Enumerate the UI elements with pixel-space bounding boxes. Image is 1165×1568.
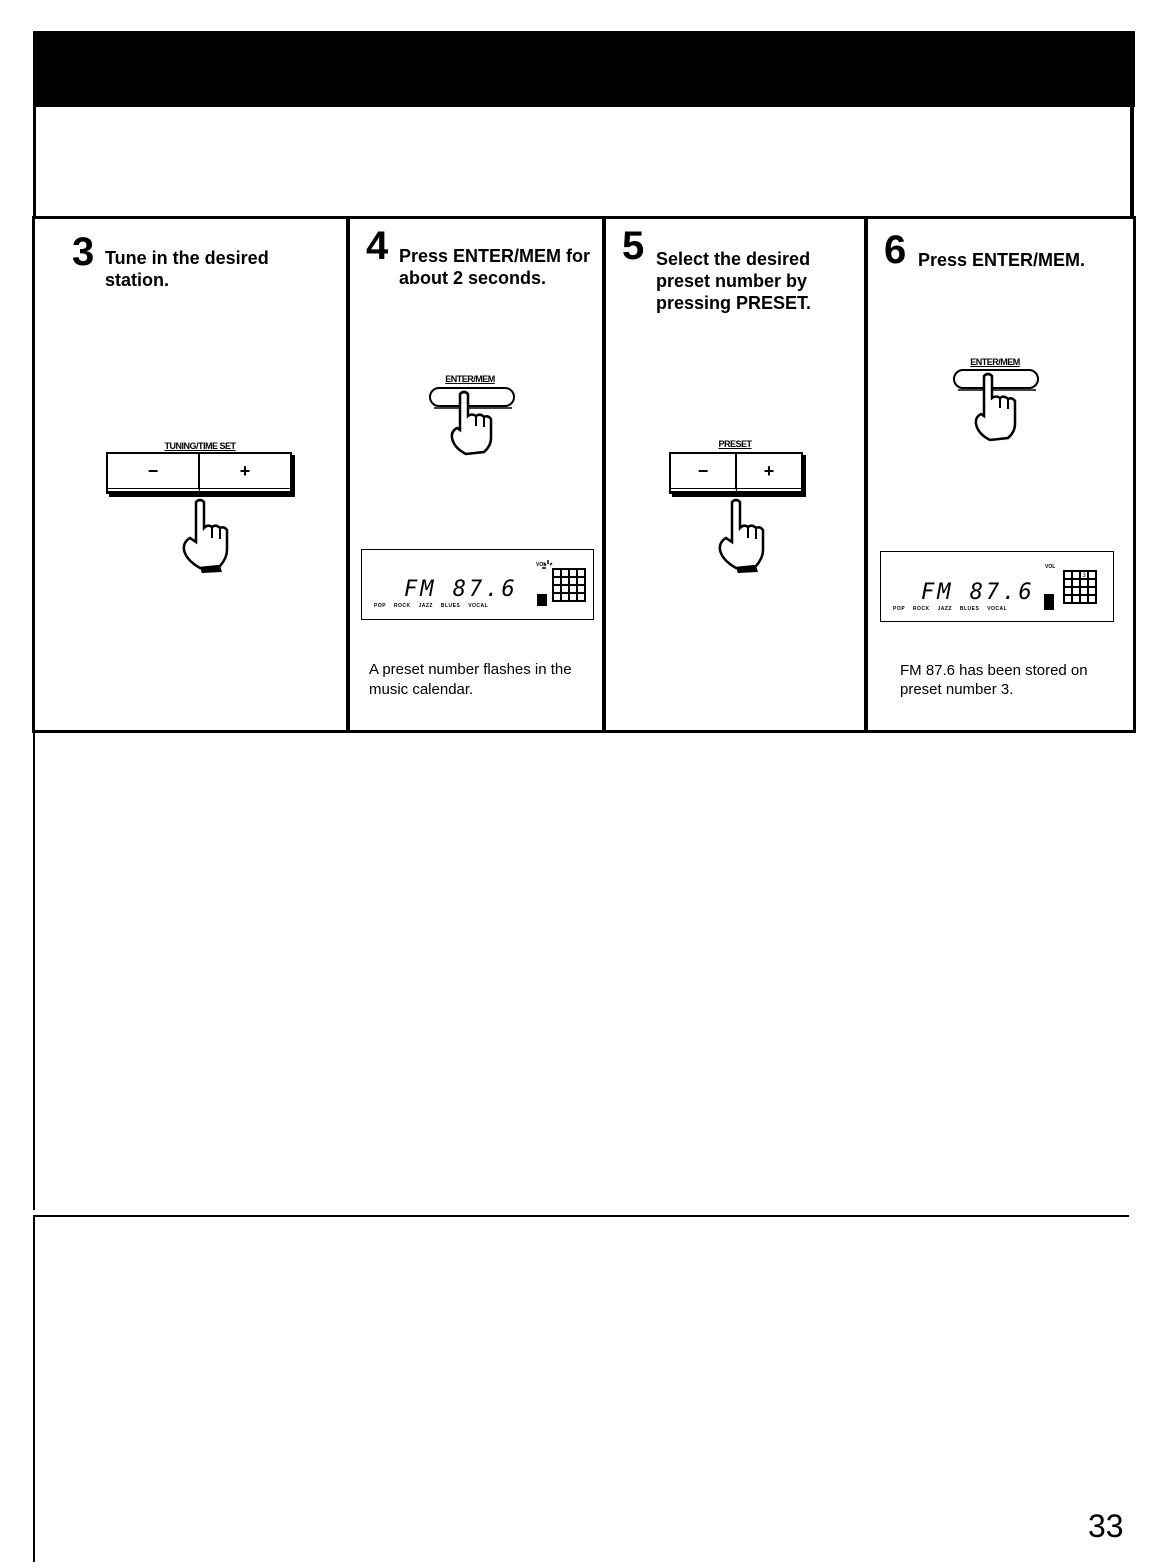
horizontal-rule bbox=[33, 1215, 1129, 1217]
tuning-plus-button[interactable]: + bbox=[200, 454, 290, 492]
step-caption-line: preset number 3. bbox=[900, 681, 1014, 698]
lcd-display: FM 87.6 POP ROCK JAZZ BLUES VOCAL VOL bbox=[361, 549, 594, 620]
step-caption-line: A preset number flashes in the bbox=[369, 661, 572, 678]
lcd-vol-label: VOL bbox=[536, 562, 547, 568]
tuning-rocker-button[interactable]: − + bbox=[106, 452, 292, 494]
music-calendar-grid: 3 bbox=[1063, 570, 1097, 604]
lcd-vol-label: VOL bbox=[1045, 564, 1056, 570]
frame-rule bbox=[33, 107, 36, 219]
step-instruction-line: Tune in the desired bbox=[105, 248, 269, 268]
step-divider bbox=[346, 216, 350, 730]
step-instruction-line: station. bbox=[105, 270, 170, 290]
music-calendar-grid bbox=[552, 568, 586, 602]
step-number: 5 bbox=[622, 224, 645, 268]
flashing-indicator-icon bbox=[542, 560, 553, 569]
enter-mem-button-label: ENTER/MEM bbox=[445, 374, 495, 384]
step-instruction-line: Select the desired bbox=[656, 249, 811, 269]
preset-rocker-button[interactable]: − + bbox=[669, 452, 803, 494]
step-instruction-line: pressing PRESET. bbox=[656, 293, 812, 313]
enter-mem-button[interactable] bbox=[952, 368, 1044, 448]
lcd-genre-labels: POP ROCK JAZZ BLUES VOCAL bbox=[374, 603, 489, 609]
preset-button-label: PRESET bbox=[718, 439, 752, 449]
enter-mem-button[interactable] bbox=[428, 386, 520, 460]
preset-plus-button[interactable]: + bbox=[737, 454, 801, 492]
margin-rule bbox=[33, 1217, 35, 1562]
preset-number-cell: 3 bbox=[1080, 571, 1088, 579]
tuning-minus-button[interactable]: − bbox=[108, 454, 200, 492]
volume-level-bar bbox=[537, 594, 547, 606]
pressing-hand-icon bbox=[718, 498, 765, 573]
pressing-hand-icon bbox=[182, 498, 229, 573]
step-caption-line: music calendar. bbox=[369, 681, 474, 698]
step-instruction-line: Press ENTER/MEM for bbox=[399, 246, 591, 266]
step-instruction-line: preset number by bbox=[656, 271, 808, 291]
page-number: 33 bbox=[1088, 1508, 1124, 1544]
step-number: 4 bbox=[366, 224, 389, 268]
step-caption-line: FM 87.6 has been stored on bbox=[900, 662, 1088, 679]
steps-box bbox=[32, 216, 1136, 733]
tuning-button-label: TUNING/TIME SET bbox=[164, 441, 237, 451]
enter-mem-button-label: ENTER/MEM bbox=[970, 357, 1020, 367]
lcd-frequency: FM 87.6 bbox=[921, 580, 1035, 605]
step-number: 3 bbox=[72, 230, 95, 274]
volume-level-bar bbox=[1044, 594, 1054, 610]
step-divider bbox=[602, 216, 606, 730]
step-instruction-line: Press ENTER/MEM. bbox=[918, 250, 1086, 270]
lcd-frequency: FM 87.6 bbox=[404, 577, 518, 602]
step-number: 6 bbox=[884, 228, 907, 272]
margin-rule bbox=[33, 730, 35, 1210]
lcd-display: FM 87.6 POP ROCK JAZZ BLUES VOCAL VOL 3 bbox=[880, 551, 1114, 622]
preset-minus-button[interactable]: − bbox=[671, 454, 737, 492]
header-bar bbox=[33, 31, 1135, 107]
frame-rule bbox=[1130, 107, 1134, 219]
step-divider bbox=[864, 216, 868, 730]
lcd-genre-labels: POP ROCK JAZZ BLUES VOCAL bbox=[893, 606, 1008, 612]
step-instruction-line: about 2 seconds. bbox=[399, 268, 547, 288]
